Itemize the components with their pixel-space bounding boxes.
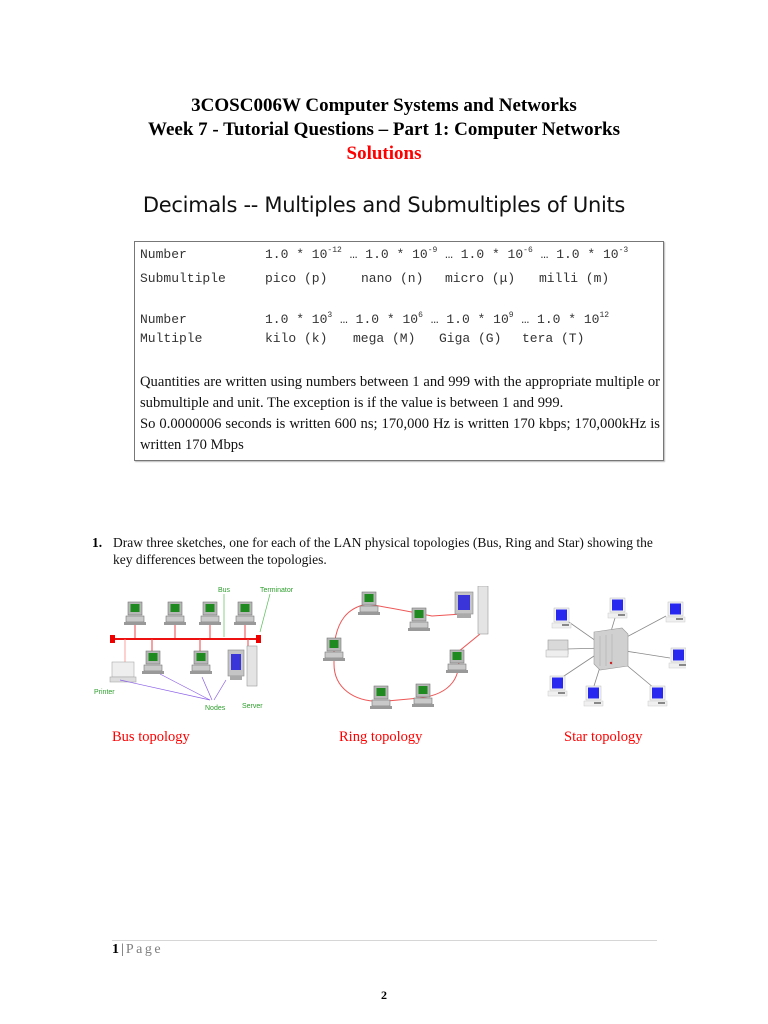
printer-label: Printer <box>94 689 115 696</box>
multiple-giga: Giga (G) <box>439 331 502 346</box>
bus-topology-caption: Bus topology <box>112 729 190 745</box>
server-label: Server <box>242 703 263 710</box>
units-section-heading: Decimals -- Multiples and Submultiples o… <box>142 193 626 217</box>
ring-topology-diagram <box>312 585 508 714</box>
tutorial-subtitle: Week 7 - Tutorial Questions – Part 1: Co… <box>148 119 620 140</box>
submultiple-micro: micro (μ) <box>445 271 516 286</box>
question-text: Draw three sketches, one for each of the… <box>113 535 653 567</box>
question-number: 1. <box>92 535 103 550</box>
course-title: 3COSC006W Computer Systems and Networks <box>191 95 577 116</box>
submultiple-pico: pico (p) <box>265 271 328 286</box>
units-explanation-para-2: So 0.0000006 seconds is written 600 ns; … <box>140 416 660 453</box>
footer-page-number: 1 <box>112 942 119 957</box>
submultiple-milli: milli (m) <box>539 271 610 286</box>
document-page-number: 2 <box>381 988 387 1002</box>
submultiple-number-row: 1.0 * 10-12 … 1.0 * 10-9 … 1.0 * 10-6 … … <box>265 245 629 262</box>
terminator-label: Terminator <box>260 587 294 594</box>
footer-divider <box>112 940 657 941</box>
solutions-label: Solutions <box>346 143 422 164</box>
footer-separator: | <box>121 942 124 957</box>
multiple-tera: tera (T) <box>522 331 585 346</box>
star-topology-diagram <box>528 588 689 714</box>
multiple-kilo: kilo (k) <box>265 331 328 346</box>
star-topology-caption: Star topology <box>564 729 643 745</box>
submultiple-number-label: Number <box>140 247 187 262</box>
bus-topology-diagram: Bus Terminator <box>90 580 300 718</box>
multiple-mega: mega (M) <box>353 331 416 346</box>
multiple-unit-label: Multiple <box>140 331 203 346</box>
multiple-number-row: 1.0 * 103 … 1.0 * 106 … 1.0 * 109 … 1.0 … <box>265 310 610 327</box>
ring-topology-caption: Ring topology <box>339 729 423 745</box>
submultiple-unit-label: Submultiple <box>140 271 226 286</box>
multiple-number-label: Number <box>140 312 187 327</box>
submultiple-nano: nano (n) <box>361 271 424 286</box>
units-table-box: Number 1.0 * 10-12 … 1.0 * 10-9 … 1.0 * … <box>134 241 664 461</box>
units-explanation-para-1: Quantities are written using numbers bet… <box>140 374 660 411</box>
footer-page-word: Page <box>125 942 164 957</box>
nodes-label: Nodes <box>205 705 226 712</box>
bus-label: Bus <box>218 587 231 594</box>
footer-page-indicator: 1|Page <box>112 942 163 958</box>
